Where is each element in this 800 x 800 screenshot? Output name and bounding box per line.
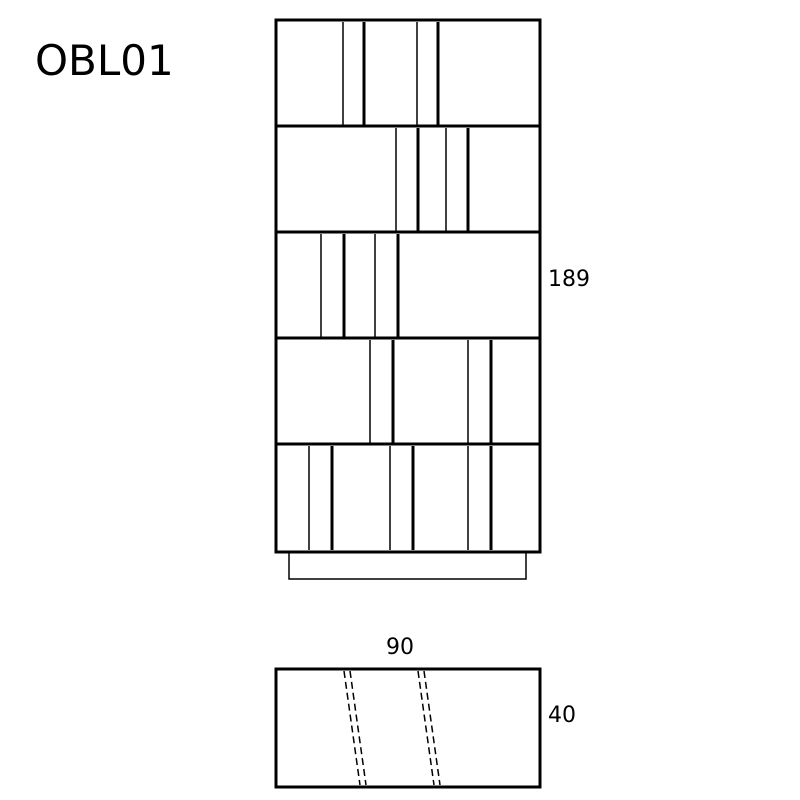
shelves xyxy=(276,124,540,446)
vertical-dividers xyxy=(308,22,493,550)
front-view xyxy=(274,18,542,580)
hidden-divider-line xyxy=(349,670,367,786)
hidden-divider-line xyxy=(423,670,441,786)
height-dimension-label: 189 xyxy=(548,267,590,292)
depth-dimension-label: 40 xyxy=(548,703,576,728)
top-view xyxy=(274,667,542,789)
plan-outline xyxy=(274,667,542,789)
hidden-divider-line xyxy=(343,670,361,786)
bookcase-frame xyxy=(274,18,542,554)
hidden-divider-line xyxy=(417,670,435,786)
plinth xyxy=(288,551,527,580)
width-dimension-label: 90 xyxy=(386,635,414,660)
model-code-label: OBL01 xyxy=(35,36,174,85)
hidden-dividers xyxy=(343,670,441,786)
